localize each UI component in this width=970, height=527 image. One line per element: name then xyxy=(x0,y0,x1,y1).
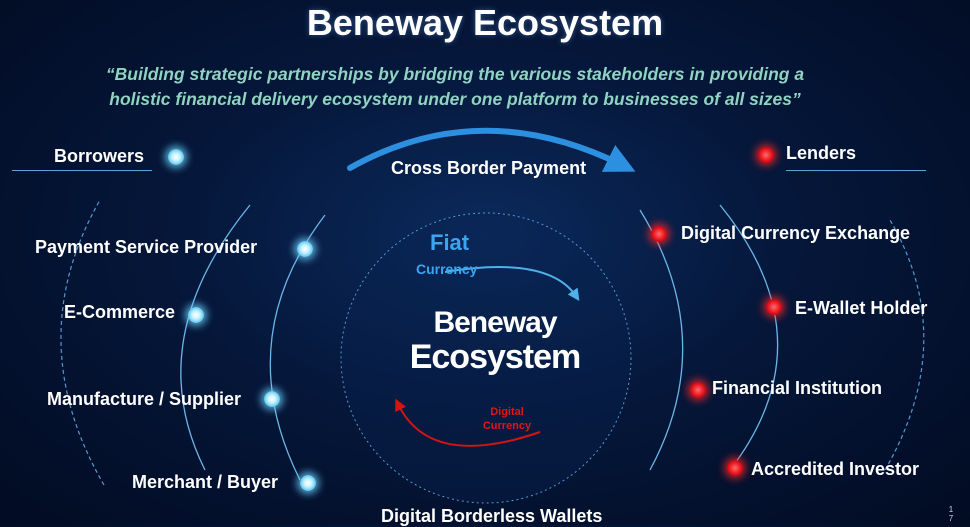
page-number: 17 xyxy=(948,505,954,523)
right-mid-arc xyxy=(719,204,779,471)
left-item-payment-service-provider: Payment Service Provider xyxy=(35,237,258,257)
right-item-e-wallet-holder: E-Wallet Holder xyxy=(795,298,928,318)
borrowers-underline xyxy=(12,170,152,171)
cross-border-arrow xyxy=(347,127,636,172)
digital-currency-exchange-dot-icon xyxy=(651,226,667,242)
left-item-merchant-buyer: Merchant / Buyer xyxy=(132,472,279,492)
digital-label-line-1: Digital xyxy=(490,406,524,418)
borrowers-label: Borrowers xyxy=(54,146,145,166)
borrowers-dot-icon xyxy=(168,149,184,165)
left-item-manufacture-supplier: Manufacture / Supplier xyxy=(47,389,242,409)
digital-arrow xyxy=(395,398,541,447)
merchant-buyer-dot-icon xyxy=(300,475,316,491)
digital-currency-label: Digital Currency xyxy=(476,405,538,433)
e-commerce-dot-icon xyxy=(188,307,204,323)
lenders-dot-icon xyxy=(758,147,774,163)
fiat-label: Fiat xyxy=(430,230,470,255)
center-title-line-1: Beneway xyxy=(433,306,557,339)
right-item-accredited-investor: Accredited Investor xyxy=(751,459,920,479)
financial-institution-dot-icon xyxy=(690,382,706,398)
payment-service-provider-dot-icon xyxy=(297,241,313,257)
quote-line-2: holistic financial delivery ecosystem un… xyxy=(109,89,801,109)
left-mid-arc xyxy=(180,204,251,471)
manufacture-supplier-dot-icon xyxy=(264,391,280,407)
page-title: Beneway Ecosystem xyxy=(306,2,664,43)
left-inner-arc xyxy=(269,214,326,481)
center-title-line-2: Ecosystem xyxy=(409,338,582,376)
right-outer-arc xyxy=(884,219,925,471)
cross-border-label: Cross Border Payment xyxy=(391,158,587,178)
lenders-underline xyxy=(786,170,926,171)
left-outer-arc xyxy=(60,199,105,486)
center-circle xyxy=(340,212,632,504)
fiat-currency-label: Currency xyxy=(416,261,478,277)
left-item-e-commerce: E-Commerce xyxy=(64,302,176,322)
quote-line-1: “Building strategic partnerships by brid… xyxy=(105,64,805,84)
e-wallet-holder-dot-icon xyxy=(766,299,782,315)
right-item-digital-currency-exchange: Digital Currency Exchange xyxy=(681,223,911,243)
right-inner-arc xyxy=(639,209,684,471)
mission-quote: “Building strategic partnerships by brid… xyxy=(60,62,850,112)
lenders-label: Lenders xyxy=(786,143,857,163)
digital-wallets-label: Digital Borderless Wallets xyxy=(381,506,603,526)
digital-label-line-2: Currency xyxy=(482,420,532,432)
fiat-arrow xyxy=(444,266,580,301)
accredited-investor-dot-icon xyxy=(727,460,743,476)
right-item-financial-institution: Financial Institution xyxy=(712,378,882,398)
